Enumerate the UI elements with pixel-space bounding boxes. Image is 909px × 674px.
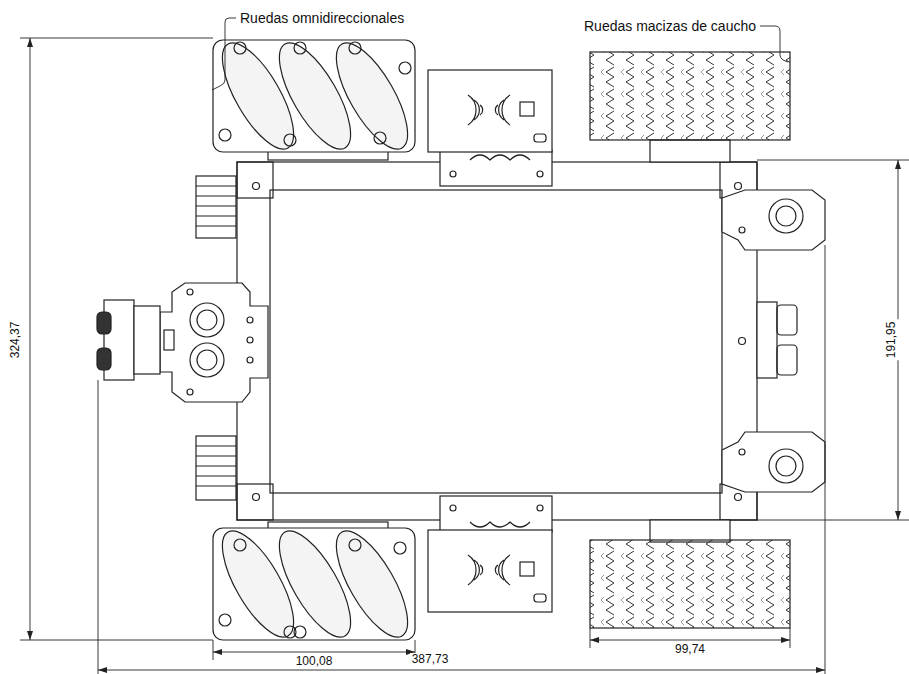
dimension-value: 100,08 (294, 655, 335, 669)
rear-caster (722, 190, 825, 492)
chassis-plate (237, 162, 757, 520)
rubber-wheel (590, 52, 790, 628)
dimension-value: 387,73 (410, 653, 451, 667)
front-sensor-mount (97, 283, 268, 402)
dimension-arrow (27, 38, 901, 673)
dimension-line (20, 38, 909, 674)
omni-wheel (209, 33, 421, 647)
leader-line (212, 18, 788, 90)
chassis-opening (270, 190, 722, 493)
dimension-value: 99,74 (673, 643, 707, 657)
rfid-module (428, 70, 552, 612)
dimension-value: 191,95 (885, 320, 899, 361)
rear-sensor (757, 302, 797, 378)
part-label: Ruedas omnidireccionales (238, 10, 406, 26)
part-label: Ruedas macizas de caucho (582, 18, 758, 34)
dimension-value: 324,37 (9, 320, 23, 361)
